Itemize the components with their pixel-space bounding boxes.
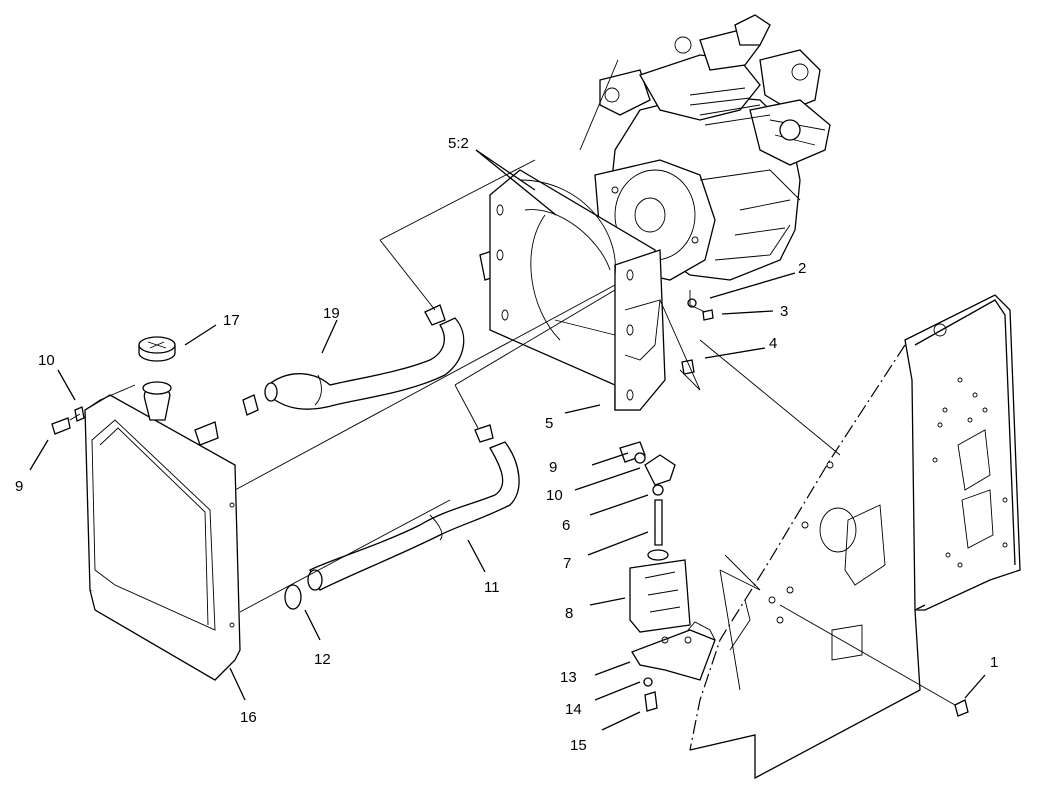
lower-hose bbox=[284, 424, 520, 610]
radiator bbox=[84, 381, 241, 681]
callout-19: 19 bbox=[323, 305, 340, 322]
hardware-2-3-4 bbox=[681, 298, 714, 375]
reservoir-assembly bbox=[619, 441, 716, 712]
callout-9-radiator: 9 bbox=[15, 478, 23, 495]
phantom-lines bbox=[234, 59, 841, 613]
upper-hose bbox=[242, 304, 465, 416]
leader-lines bbox=[29, 149, 986, 731]
callout-7: 7 bbox=[563, 555, 571, 572]
callout-14: 14 bbox=[565, 701, 582, 718]
callout-3: 3 bbox=[780, 303, 788, 320]
callout-6: 6 bbox=[562, 517, 570, 534]
radiator-cap bbox=[138, 336, 176, 362]
callout-11: 11 bbox=[484, 579, 500, 596]
overflow-hose bbox=[51, 384, 136, 435]
callout-12: 12 bbox=[314, 651, 331, 668]
callout-15: 15 bbox=[570, 737, 587, 754]
callout-13: 13 bbox=[560, 669, 577, 686]
callout-16: 16 bbox=[240, 709, 257, 726]
callout-2: 2 bbox=[798, 260, 806, 277]
callout-labels: 5:2 2 3 4 5 9 10 6 7 8 13 14 15 1 17 19 … bbox=[15, 135, 998, 754]
callout-5: 5 bbox=[545, 415, 553, 432]
callout-4: 4 bbox=[769, 335, 777, 352]
callout-10-radiator: 10 bbox=[38, 352, 55, 369]
fan-shroud bbox=[489, 169, 666, 411]
callout-9-reservoir: 9 bbox=[549, 459, 557, 476]
mounting-plate bbox=[689, 294, 1021, 780]
callout-5-2: 5:2 bbox=[448, 135, 469, 152]
callout-1: 1 bbox=[990, 654, 998, 671]
callout-17: 17 bbox=[223, 312, 240, 329]
callout-8: 8 bbox=[565, 605, 573, 622]
callout-10-reservoir: 10 bbox=[546, 487, 563, 504]
